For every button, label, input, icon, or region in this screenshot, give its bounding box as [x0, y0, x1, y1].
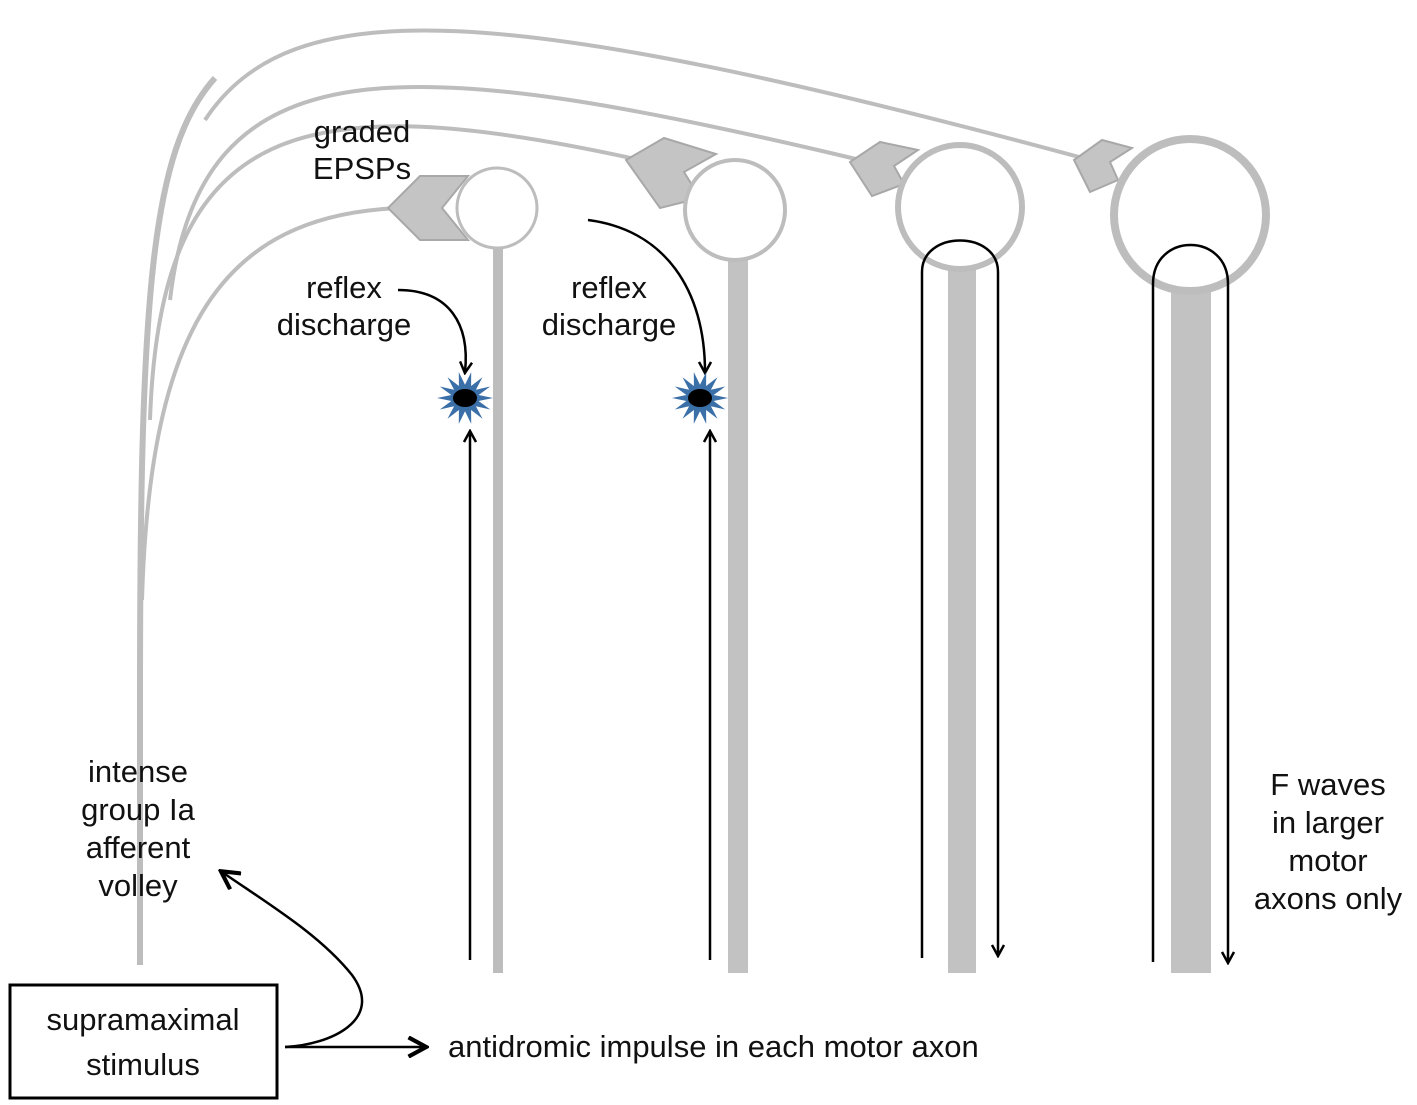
motoneuron-4 — [1072, 135, 1270, 973]
reflex-discharge-1-label-2: discharge — [277, 307, 411, 342]
synaptic-bouton-icon — [386, 175, 471, 241]
reflex-discharge-2-label-1: reflex — [571, 270, 647, 305]
soma-4 — [1110, 135, 1270, 295]
afferent-label-4: volley — [98, 868, 178, 903]
stimulus-box — [8, 983, 279, 1100]
afferent-label-2: group Ia — [81, 792, 196, 827]
f-wave-loop-4 — [1151, 243, 1228, 962]
afferent-branch-1 — [140, 206, 401, 601]
f-wave-loop-3 — [920, 239, 998, 958]
reflex-discharge-1-label-1: reflex — [306, 270, 382, 305]
soma-2 — [683, 158, 787, 262]
stimulus-to-afferent-arrow — [222, 872, 364, 1049]
f-waves-label-3: motor — [1288, 843, 1367, 878]
reflex-discharge-2-label-2: discharge — [542, 307, 676, 342]
afferent-label-1: intense — [88, 754, 188, 789]
ia-afferent-fibers — [137, 28, 1091, 965]
graded-epsps-label-2: EPSPs — [313, 151, 411, 186]
soma-1 — [455, 166, 539, 250]
soma-3 — [895, 142, 1025, 272]
f-waves-label-1: F waves — [1270, 767, 1385, 802]
afferent-branch-3 — [168, 84, 861, 301]
afferent-branch-2 — [148, 124, 641, 421]
axon-3 — [948, 262, 976, 973]
f-waves-label-4: axons only — [1254, 881, 1403, 916]
afferent-branch-4 — [203, 28, 1091, 162]
motoneuron-2 — [624, 136, 787, 973]
reflex-arrow-1 — [397, 288, 466, 372]
stimulus-label-2: stimulus — [86, 1047, 200, 1082]
axon-2 — [728, 260, 748, 973]
reflex-arrow-2 — [587, 218, 705, 372]
action-potential-burst-icon — [437, 372, 493, 424]
afferent-trunk — [137, 75, 218, 965]
action-potential-burst-icon — [672, 372, 728, 424]
graded-epsps-label-1: graded — [314, 114, 411, 149]
synaptic-bouton-icon — [1072, 138, 1135, 194]
afferent-label-3: afferent — [86, 830, 191, 865]
antidromic-label: antidromic impulse in each motor axon — [448, 1029, 979, 1064]
f-waves-label-2: in larger — [1272, 805, 1384, 840]
stimulus-label-1: supramaximal — [47, 1002, 240, 1037]
motoneuron-1 — [386, 166, 539, 973]
motoneuron-3 — [848, 140, 1025, 973]
axon-4 — [1171, 280, 1211, 973]
